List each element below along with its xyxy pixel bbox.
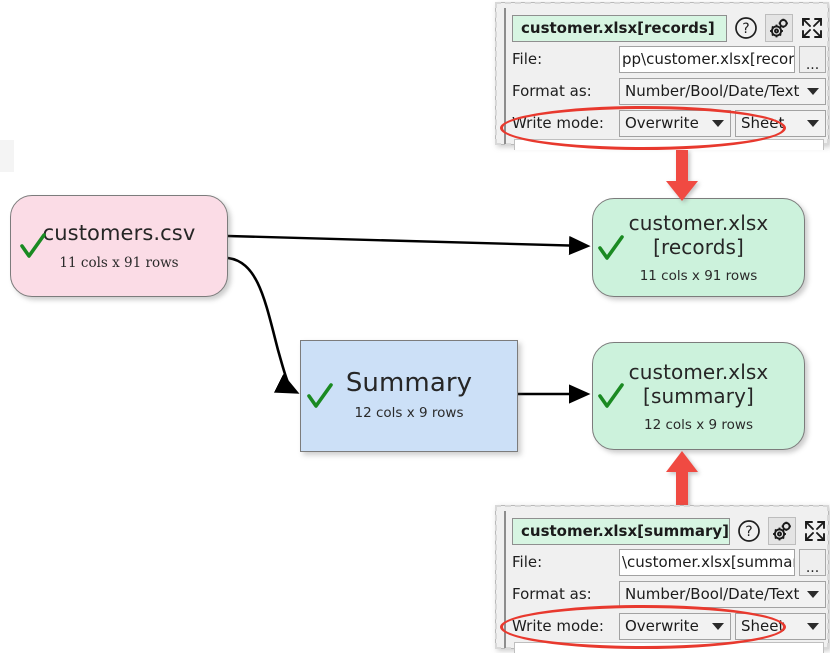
format-as-value: Number/Bool/Date/Text	[625, 585, 800, 603]
svg-text:?: ?	[745, 524, 752, 540]
write-target-value: Sheet	[741, 114, 785, 132]
chevron-down-icon	[712, 119, 724, 127]
format-as-value: Number/Bool/Date/Text	[625, 82, 800, 100]
write-mode-row: Write mode: Overwrite Sheet	[510, 610, 828, 642]
panel-header: customer.xlsx[summary] ?	[510, 516, 828, 546]
question-mark-icon: ?	[735, 17, 757, 39]
settings-button[interactable]	[765, 14, 793, 42]
format-as-select[interactable]: Number/Bool/Date/Text	[619, 77, 827, 105]
gears-icon	[773, 521, 791, 541]
file-path-input[interactable]: pp\customer.xlsx[records]	[619, 45, 795, 73]
node-title-line2: [records]	[653, 235, 744, 259]
node-customers-csv[interactable]: customers.csv 11 cols x 91 rows	[10, 195, 228, 297]
svg-text:?: ?	[742, 21, 749, 37]
write-mode-row: Write mode: Overwrite Sheet	[510, 107, 828, 139]
node-subtitle: 12 cols x 9 rows	[354, 405, 464, 421]
file-row: File: pp\customer.xlsx[records] ...	[510, 43, 828, 75]
green-check-icon	[598, 383, 624, 408]
file-label: File:	[512, 553, 543, 571]
file-path-input[interactable]: \customer.xlsx[summary]	[619, 548, 795, 576]
node-subtitle: 12 cols x 9 rows	[644, 416, 753, 433]
format-label: Format as:	[512, 585, 592, 603]
format-as-select[interactable]: Number/Bool/Date/Text	[619, 580, 827, 608]
panel-title-field[interactable]: customer.xlsx[records]	[512, 14, 727, 42]
file-row: File: \customer.xlsx[summary] ...	[510, 546, 828, 578]
panel-customer-xlsx-summary[interactable]: customer.xlsx[summary] ?	[495, 505, 829, 653]
write-mode-label: Write mode:	[512, 114, 604, 132]
expand-arrows-icon	[802, 18, 822, 38]
panel-customer-xlsx-records[interactable]: customer.xlsx[records] ?	[495, 2, 829, 150]
expand-button[interactable]	[801, 517, 829, 545]
panel-title-field[interactable]: customer.xlsx[summary]	[512, 517, 731, 545]
write-target-value: Sheet	[741, 617, 785, 635]
write-mode-value: Overwrite	[625, 114, 699, 132]
edge-csv-to-summary	[227, 256, 300, 394]
green-check-icon	[598, 234, 624, 260]
node-summary[interactable]: Summary 12 cols x 9 rows	[300, 340, 518, 452]
write-mode-select[interactable]: Overwrite	[619, 612, 731, 640]
write-target-select[interactable]: Sheet	[735, 612, 826, 640]
write-target-select[interactable]: Sheet	[735, 109, 826, 137]
chevron-down-icon	[807, 119, 819, 127]
node-customer-xlsx-summary[interactable]: customer.xlsx [summary] 12 cols x 9 rows	[592, 342, 805, 450]
node-title-line2: [summary]	[643, 383, 754, 408]
expand-button[interactable]	[798, 14, 826, 42]
file-label: File:	[512, 50, 543, 68]
help-button[interactable]: ?	[735, 517, 763, 545]
panel-header: customer.xlsx[records] ?	[510, 13, 828, 43]
write-mode-label: Write mode:	[512, 617, 604, 635]
node-title-line1: customer.xlsx	[628, 211, 769, 235]
expand-arrows-icon	[805, 521, 825, 541]
node-customer-xlsx-records[interactable]: customer.xlsx [records] 11 cols x 91 row…	[592, 198, 805, 297]
settings-button[interactable]	[768, 517, 797, 545]
chevron-down-icon	[807, 622, 819, 630]
green-check-icon	[20, 233, 46, 258]
format-row: Format as: Number/Bool/Date/Text	[510, 578, 828, 610]
write-mode-value: Overwrite	[625, 617, 699, 635]
question-mark-icon: ?	[738, 520, 760, 542]
node-subtitle: 11 cols x 91 rows	[639, 268, 758, 284]
node-title: customers.csv	[42, 221, 196, 245]
red-arrow-down-icon	[666, 149, 698, 201]
help-button[interactable]: ?	[732, 14, 760, 42]
chevron-down-icon	[807, 87, 820, 95]
edge-csv-to-records	[227, 234, 591, 256]
red-arrow-up-icon	[666, 451, 698, 507]
chevron-down-icon	[712, 622, 724, 630]
node-subtitle: 11 cols x 91 rows	[59, 255, 179, 271]
node-title: Summary	[345, 368, 473, 398]
browse-button[interactable]: ...	[799, 548, 826, 576]
format-row: Format as: Number/Bool/Date/Text	[510, 75, 828, 107]
write-mode-select[interactable]: Overwrite	[619, 109, 731, 137]
green-check-icon	[307, 383, 333, 408]
node-title-line1: customer.xlsx	[628, 359, 769, 384]
panel-next-row-clipped	[514, 642, 824, 653]
browse-button[interactable]: ...	[799, 45, 826, 73]
format-label: Format as:	[512, 82, 592, 100]
panel-next-row-clipped	[514, 139, 824, 150]
gears-icon	[770, 18, 788, 38]
chevron-down-icon	[807, 590, 820, 598]
canvas-edge-artifact	[0, 140, 14, 172]
